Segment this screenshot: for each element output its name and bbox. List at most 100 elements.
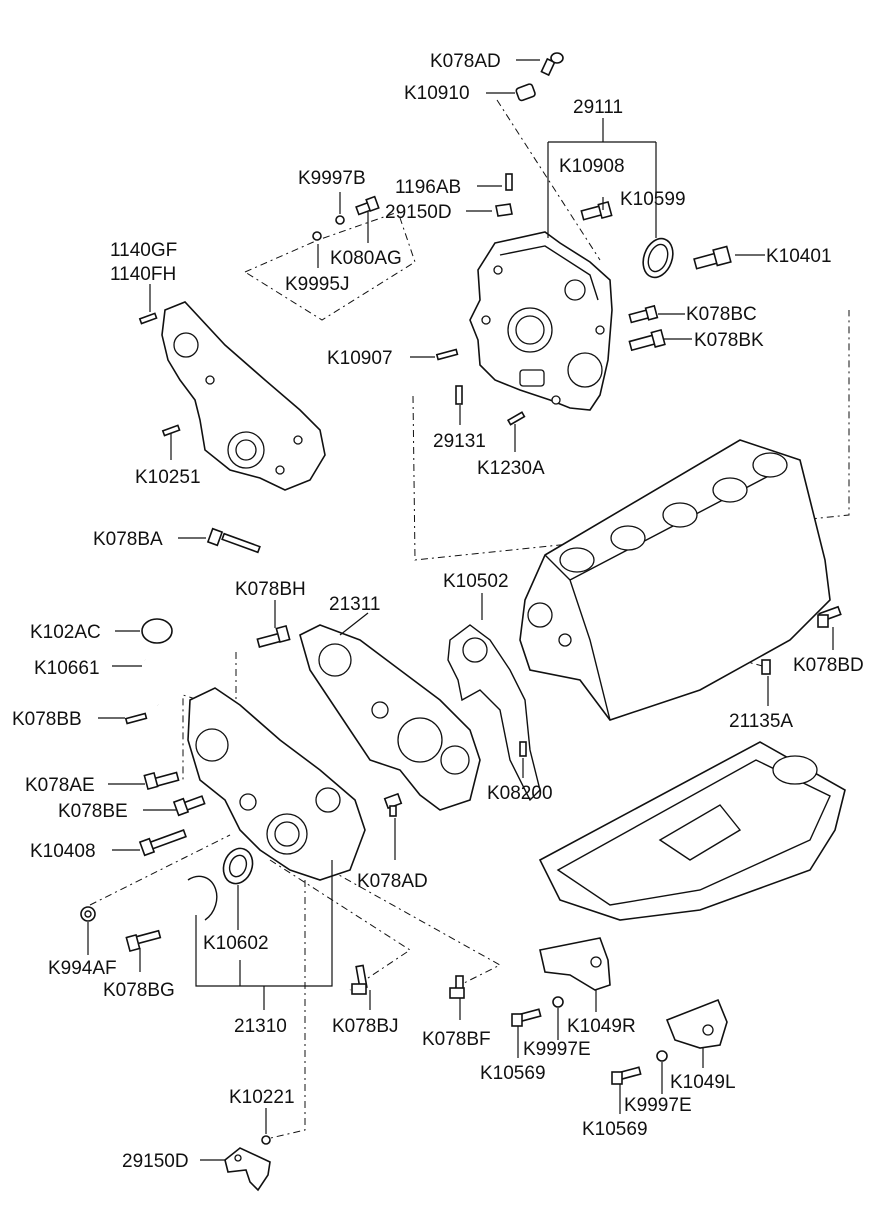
label-1140fh: 1140FH <box>110 264 176 285</box>
bolt-k078bj-icon <box>351 964 368 995</box>
label-k102ac: K102AC <box>30 622 101 643</box>
label-k078bh: K078BH <box>235 579 306 600</box>
label-21135a: 21135A <box>729 711 793 732</box>
label-29131: 29131 <box>433 431 486 452</box>
bolt-1140gf-icon <box>138 312 158 325</box>
bolt-1196ab-icon <box>505 173 513 191</box>
bracket-k1049l-icon <box>665 998 728 1049</box>
label-k10908: K10908 <box>559 156 625 177</box>
label-1196ab: 1196AB <box>395 177 461 198</box>
washer-k9997e-1-icon <box>552 996 564 1008</box>
label-k10907: K10907 <box>327 348 393 369</box>
seal-k10602-icon <box>222 847 254 885</box>
label-k10661: K10661 <box>34 658 100 679</box>
bolt-k078bh-icon <box>256 624 291 648</box>
bolt-k078bf-icon <box>449 975 465 999</box>
label-k1049r: K1049R <box>567 1016 636 1037</box>
label-k1049l: K1049L <box>670 1072 736 1093</box>
bolt-k080ag-icon <box>355 195 380 216</box>
rear-plate-icon <box>469 231 613 411</box>
label-k078ae: K078AE <box>25 775 95 796</box>
cylinder-block-icon <box>519 439 831 721</box>
washer-k9997b-icon <box>335 215 345 225</box>
gasket-icon <box>447 624 541 802</box>
label-k9995j: K9995J <box>285 274 349 295</box>
bolt-k10401-icon <box>693 245 732 270</box>
timing-case-icon <box>187 687 366 881</box>
label-k1230a: K1230A <box>477 458 545 479</box>
clamp-ring-icon <box>187 875 218 921</box>
label-k994af: K994AF <box>48 958 117 979</box>
dowel-21135a-icon <box>761 659 771 675</box>
label-k078bc: K078BC <box>686 304 757 325</box>
bolt-k10908-icon <box>580 200 613 221</box>
label-k10251: K10251 <box>135 467 201 488</box>
washer-k9997e-2-icon <box>656 1050 668 1062</box>
tube-k10661-icon <box>142 659 161 707</box>
oil-pan-icon <box>538 741 846 921</box>
bolt-k078ae-icon <box>143 771 180 791</box>
bolt-k10251-icon <box>161 424 181 437</box>
label-k080ag: K080AG <box>330 248 402 269</box>
assembly-dashed-outlines <box>89 99 850 1141</box>
label-k10408: K10408 <box>30 841 96 862</box>
label-21311: 21311 <box>329 594 380 615</box>
label-k078be: K078BE <box>58 801 128 822</box>
label-k10569-2: K10569 <box>582 1119 648 1140</box>
bolt-k1230a-icon <box>506 411 526 426</box>
label-k078bd: K078BD <box>793 655 864 676</box>
label-k10602: K10602 <box>203 933 269 954</box>
bolt-k078ad-top-icon <box>540 52 564 77</box>
label-k10569-1: K10569 <box>480 1063 546 1084</box>
label-k10910: K10910 <box>404 83 470 104</box>
pin-k08200-icon <box>519 741 527 757</box>
label-21310: 21310 <box>234 1016 287 1037</box>
bolt-k10907-icon <box>435 348 459 361</box>
bolt-k10569-2-icon <box>611 1066 642 1085</box>
label-k9997b: K9997B <box>298 168 366 189</box>
label-29150d-bottom: 29150D <box>122 1151 189 1172</box>
part-labels: K078AD K10910 29111 K10908 K10599 K9997B… <box>12 51 864 1172</box>
label-k078ba: K078BA <box>93 529 163 550</box>
label-k08200: K08200 <box>487 783 553 804</box>
bracket-k1049r-icon <box>539 937 611 991</box>
timing-cover-plate-icon <box>161 301 326 491</box>
label-k9997e-1: K9997E <box>523 1039 591 1060</box>
bolt-k10408-icon <box>138 829 187 857</box>
label-k078bg: K078BG <box>103 980 175 1001</box>
bolt-k10569-1-icon <box>511 1008 542 1027</box>
nut-k994af-icon <box>80 906 96 922</box>
label-k10599: K10599 <box>620 189 686 210</box>
bolt-k078ba-icon <box>206 527 261 554</box>
bolt-k078ad-mid-icon <box>383 792 403 817</box>
label-k9997e-2: K9997E <box>624 1095 692 1116</box>
bracket-29150d-top-icon <box>495 203 513 217</box>
bolt-k078bd-icon <box>817 605 842 628</box>
label-k078ad-top: K078AD <box>430 51 501 72</box>
bolt-k078bk-icon <box>628 328 666 352</box>
label-29111: 29111 <box>573 97 623 118</box>
bolt-k078bc-icon <box>628 304 659 324</box>
label-k10401: K10401 <box>766 246 832 267</box>
front-cover-icon <box>299 624 481 811</box>
bolt-k078bb-icon <box>124 712 148 725</box>
bolt-k078be-icon <box>172 795 206 817</box>
leader-lines <box>87 59 834 1161</box>
label-1140gf: 1140GF <box>110 240 177 261</box>
label-k10502: K10502 <box>443 571 509 592</box>
cap-k10910-icon <box>515 83 536 102</box>
cap-k102ac-icon <box>141 618 173 644</box>
label-k078bj: K078BJ <box>332 1016 399 1037</box>
label-29150d-top: 29150D <box>385 202 452 223</box>
label-k078bk: K078BK <box>694 330 764 351</box>
bolt-29131-icon <box>455 385 463 405</box>
label-k078bf: K078BF <box>422 1029 491 1050</box>
label-k078bb: K078BB <box>12 709 82 730</box>
washer-k9995j-icon <box>312 231 322 241</box>
label-k078ad-mid: K078AD <box>357 871 428 892</box>
seal-ring-icon <box>642 237 674 279</box>
bracket-29150d-bottom-icon <box>224 1147 271 1192</box>
oring-k10221-icon <box>261 1135 271 1145</box>
bolt-k078bg-icon <box>125 929 162 953</box>
